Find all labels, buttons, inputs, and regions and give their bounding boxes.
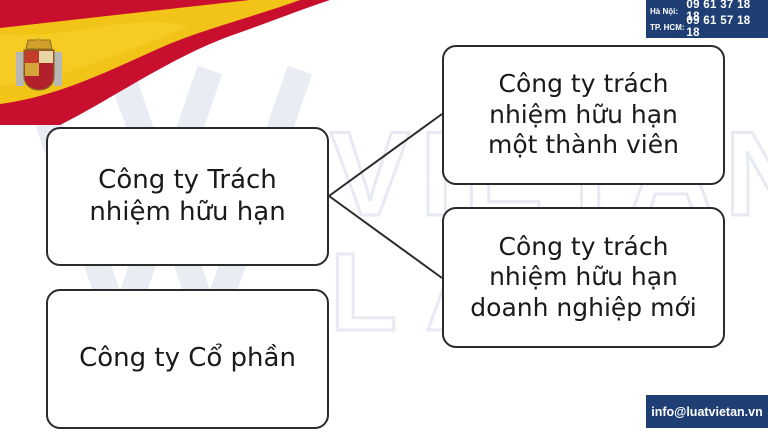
edge-llc-multi bbox=[328, 195, 443, 279]
edge-llc-single bbox=[328, 113, 443, 197]
node-joint-stock-company: Công ty Cổ phần bbox=[46, 289, 329, 429]
hotline-number[interactable]: 09 61 57 18 18 bbox=[686, 15, 751, 39]
hotline-city-label: TP. HCM: bbox=[650, 22, 685, 32]
hotline-hanoi: Hà Nội: 09 61 37 18 18 bbox=[650, 0, 764, 23]
hotline-city-label: Hà Nội: bbox=[650, 6, 678, 16]
hotline-number[interactable]: 09 61 37 18 18 bbox=[686, 0, 751, 23]
node-single-member-llc: Công ty trách nhiệm hữu hạn một thành vi… bbox=[442, 45, 725, 185]
hotline-hcm: TP. HCM: 09 61 57 18 18 bbox=[650, 15, 764, 39]
spain-flag-icon bbox=[0, 0, 330, 125]
node-new-enterprise-llc: Công ty trách nhiệm hữu hạn doanh nghiệp… bbox=[442, 207, 725, 348]
contact-email[interactable]: info@luatvietan.vn bbox=[646, 395, 768, 428]
hotline-panel: Hà Nội: 09 61 37 18 18 TP. HCM: 09 61 57… bbox=[646, 0, 768, 39]
node-llc: Công ty Trách nhiệm hữu hạn bbox=[46, 127, 329, 266]
